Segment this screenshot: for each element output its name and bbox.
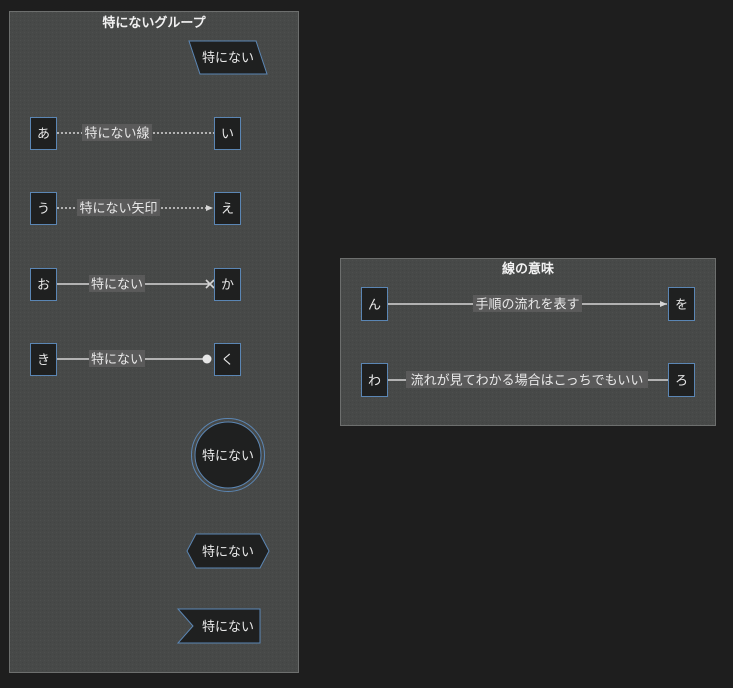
group-right: 線の意味	[340, 258, 716, 426]
node-i[interactable]: い	[214, 117, 241, 150]
node-hexagon-label: 特にない	[202, 545, 254, 560]
node-flag-label: 特にない	[202, 620, 254, 635]
node-flag[interactable]: 特にない	[176, 608, 261, 644]
node-u[interactable]: う	[30, 192, 57, 225]
group-left-title: 特にないグループ	[102, 15, 206, 31]
node-wa[interactable]: わ	[361, 363, 388, 397]
node-double-circle-label: 特にない	[202, 449, 254, 464]
node-parallelogram-label: 特にない	[202, 51, 254, 66]
node-parallelogram[interactable]: 特にない	[188, 40, 268, 75]
edge-ki-ku-label-bg	[89, 350, 145, 367]
node-ro[interactable]: ろ	[668, 363, 695, 397]
node-wo[interactable]: を	[668, 287, 695, 321]
node-a[interactable]: あ	[30, 117, 57, 150]
group-left: 特にないグループ	[9, 11, 299, 673]
edge-ki-ku-label: 特にない	[91, 353, 143, 368]
node-ka[interactable]: か	[214, 268, 241, 301]
edge-o-ka-label-bg	[89, 275, 145, 292]
edge-o-ka: 特にない	[57, 275, 215, 293]
node-o-label: お	[37, 278, 50, 293]
node-ku-label: く	[221, 353, 234, 368]
node-o[interactable]: お	[30, 268, 57, 301]
node-a-label: あ	[37, 127, 50, 142]
edge-n-wo-label: 手順の流れを表す	[475, 298, 579, 313]
edge-u-e: 特にない矢印	[57, 199, 213, 217]
node-n-label: ん	[368, 298, 381, 313]
node-ro-label: ろ	[675, 374, 688, 389]
node-ki[interactable]: き	[30, 343, 57, 376]
edge-u-e-label: 特にない矢印	[79, 202, 157, 217]
node-ki-label: き	[37, 353, 50, 368]
edge-wa-ro: 流れが見てわかる場合はこっちでもいい	[387, 371, 668, 389]
edge-a-i-label-bg	[82, 124, 152, 141]
edge-wa-ro-label: 流れが見てわかる場合はこっちでもいい	[411, 374, 644, 389]
node-ku[interactable]: く	[214, 343, 241, 376]
node-u-label: う	[37, 202, 50, 217]
edge-u-e-label-bg	[77, 199, 160, 216]
edge-n-wo: 手順の流れを表す	[387, 295, 667, 313]
node-double-circle[interactable]: 特にない	[191, 418, 265, 492]
node-wo-label: を	[675, 298, 688, 313]
node-e-label: え	[221, 202, 234, 217]
node-e[interactable]: え	[214, 192, 241, 225]
node-n[interactable]: ん	[361, 287, 388, 321]
edge-a-i: 特にない線	[57, 124, 214, 142]
edge-a-i-label: 特にない線	[84, 126, 149, 142]
group-right-title: 線の意味	[502, 261, 554, 277]
edge-wa-ro-label-bg	[406, 371, 648, 388]
edge-ki-ku: 特にない	[57, 350, 212, 368]
node-hexagon[interactable]: 特にない	[186, 533, 270, 569]
node-ka-label: か	[221, 278, 234, 293]
node-wa-label: わ	[368, 374, 381, 389]
node-i-label: い	[221, 127, 234, 142]
edge-n-wo-label-bg	[473, 295, 582, 312]
edge-o-ka-label: 特にない	[91, 278, 143, 293]
